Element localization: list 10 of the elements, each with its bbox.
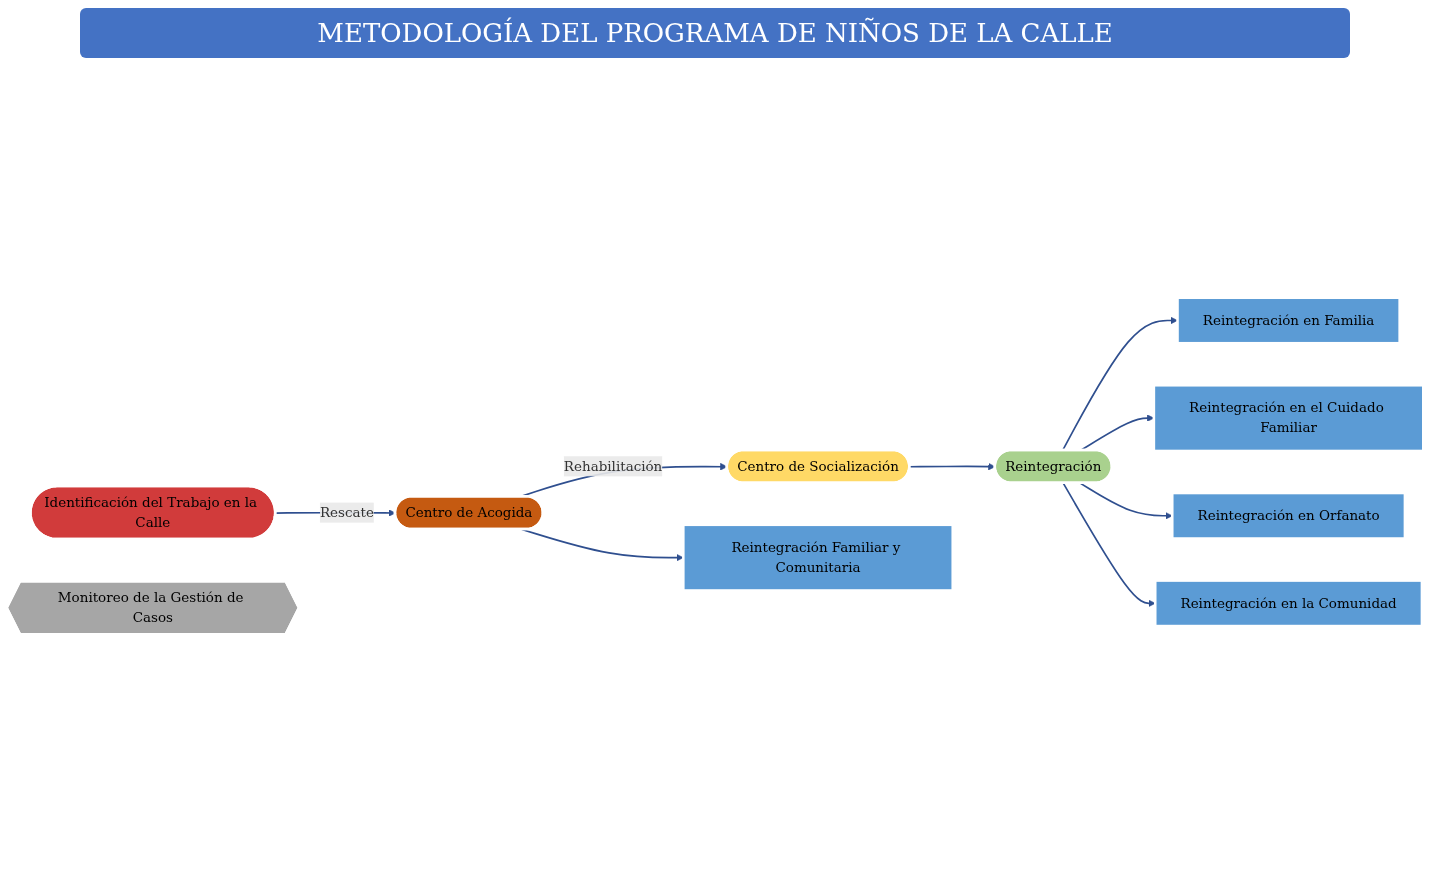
arrow bbox=[1062, 482, 1156, 607]
node-box: Reintegración Familiar y Comunitaria bbox=[682, 523, 954, 592]
node-box: Reintegración en la Comunidad bbox=[1154, 579, 1424, 628]
title-banner: METODOLOGÍA DEL PROGRAMA DE NIÑOS DE LA CALLE bbox=[80, 8, 1350, 58]
edge-label: Rehabilitación bbox=[563, 457, 663, 474]
edge-label: Rescate bbox=[319, 504, 374, 521]
node-box: Reintegración en Orfanato bbox=[1171, 491, 1407, 540]
arrow bbox=[1079, 482, 1173, 520]
node-box: Reintegración en Familia bbox=[1176, 296, 1401, 345]
node-box: Reintegración en el Cuidado Familiar bbox=[1152, 384, 1425, 453]
